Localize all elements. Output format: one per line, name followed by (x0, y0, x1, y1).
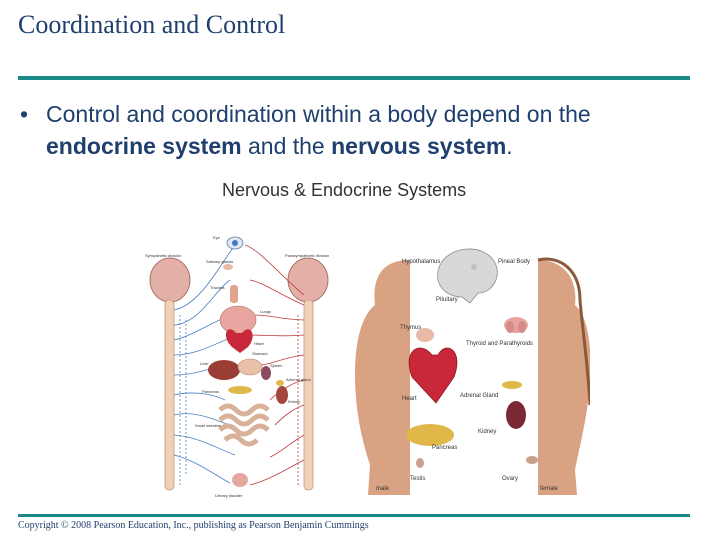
urinary-bladder-icon (232, 473, 248, 487)
label-ovary: Ovary (502, 476, 518, 482)
label-pituitary: Pituitary (436, 297, 458, 303)
bullet-dot: • (20, 101, 29, 127)
figure-title: Nervous & Endocrine Systems (222, 180, 467, 200)
left-spinal-cord (164, 299, 175, 491)
testis-icon (416, 458, 424, 468)
male-body-silhouette (355, 260, 410, 495)
spleen-icon (261, 366, 271, 380)
lungs-icon (219, 305, 257, 335)
bullet-text-part: and the (241, 133, 332, 159)
label-testis: Testis (410, 476, 425, 482)
ovary-icon (526, 456, 538, 464)
label-kidney: Kidney (288, 399, 300, 404)
pancreas-icon (406, 424, 454, 446)
label-pineal: Pineal Body (498, 259, 530, 265)
female-body-silhouette (538, 260, 590, 495)
heart-icon (225, 329, 253, 353)
right-spinal-cord (303, 299, 314, 491)
label-pancreas: Pancreas (432, 445, 457, 451)
bullet-term-endocrine: endocrine system (46, 133, 242, 159)
right-brain-icon (287, 257, 329, 303)
heart-icon (408, 347, 458, 404)
kidney-icon (276, 386, 288, 404)
label-hypothalamus: Hypothalamus (402, 259, 440, 265)
bullet-term-nervous: nervous system (331, 133, 507, 159)
endocrine-system-panel: Hypothalamus Pineal Body Pituitary Thymu… (355, 248, 590, 495)
label-eye: Eye (213, 235, 221, 240)
bullet-text-part: Control and coordination within a body d… (46, 101, 591, 127)
label-spleen: Spleen (270, 363, 282, 368)
stomach-icon (237, 358, 263, 376)
label-pancreas: Pancreas (202, 389, 219, 394)
label-sympathetic: Sympathetic division (145, 253, 181, 258)
kidney-icon (506, 401, 526, 429)
label-intestine: Small intestine (195, 423, 222, 428)
label-female: female (540, 486, 559, 492)
label-kidney: Kidney (478, 429, 496, 435)
thymus-icon (416, 328, 434, 342)
adrenal-gland-icon (276, 380, 284, 386)
nervous-system-panel: Sympathetic division Parasympathetic div… (145, 235, 329, 498)
label-thyroid: Thyroid and Parathyroids (466, 341, 533, 347)
label-adrenal: Adrenal Gland (460, 393, 498, 399)
label-heart: Heart (402, 396, 417, 402)
copyright-notice: Copyright © 2008 Pearson Education, Inc.… (18, 520, 369, 531)
bullet-text-part: . (506, 133, 513, 159)
slide-title: Coordination and Control (18, 10, 286, 39)
footer-divider (18, 514, 690, 517)
nervous-endocrine-figure: Sympathetic division Parasympathetic div… (145, 235, 590, 498)
label-adrenal: Adrenal gland (286, 377, 311, 382)
label-parasympathetic: Parasympathetic division (285, 253, 329, 258)
adrenal-gland-icon (502, 381, 522, 389)
pancreas-icon (228, 386, 252, 394)
parasympathetic-nerves (244, 244, 305, 486)
label-urinary: Urinary bladder (215, 493, 243, 498)
label-trachea: Trachea (210, 285, 225, 290)
liver-icon (208, 360, 240, 380)
label-stomach: Stomach (252, 351, 268, 356)
label-heart: Heart (254, 341, 265, 346)
bullet-text: Control and coordination within a body d… (46, 98, 696, 162)
label-salivary: Salivary glands (206, 259, 233, 264)
label-liver: Liver (200, 361, 209, 366)
label-thymus: Thymus (400, 325, 421, 331)
small-intestine-icon (218, 403, 270, 447)
left-brain-icon (149, 257, 191, 303)
salivary-gland-icon (223, 264, 233, 270)
label-male: male (376, 486, 390, 492)
brain-pituitary-icon (437, 248, 498, 304)
trachea-icon (230, 285, 238, 303)
title-divider (18, 76, 690, 80)
label-lungs: Lungs (260, 309, 271, 314)
